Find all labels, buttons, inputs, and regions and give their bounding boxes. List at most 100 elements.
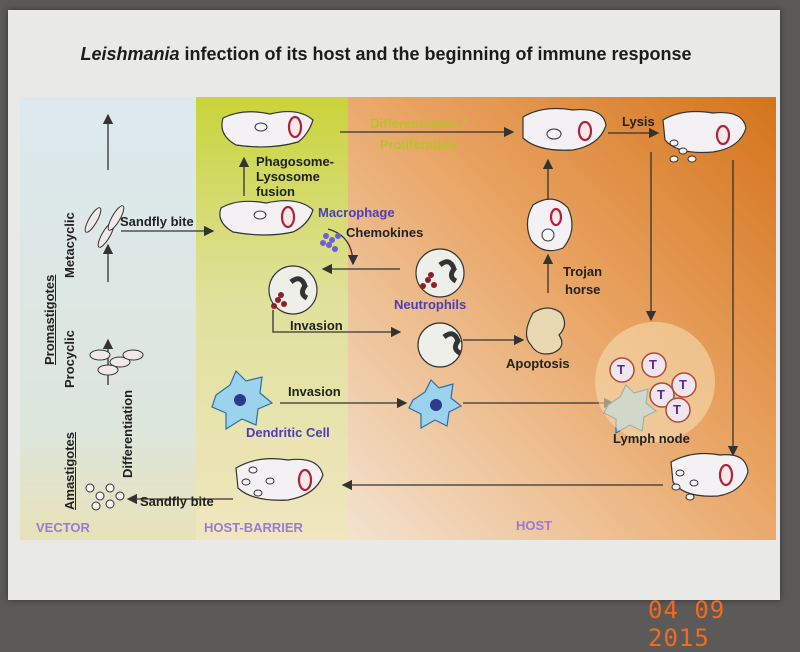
label-sandfly-bite-top: Sandfly bite xyxy=(120,214,194,229)
date-stamp: 04 09 2015 xyxy=(648,596,726,652)
amastigote xyxy=(105,483,115,493)
chemokine xyxy=(329,237,335,243)
label-trojan-1: Trojan xyxy=(563,264,603,279)
granule xyxy=(431,282,437,288)
t-cell xyxy=(609,357,635,383)
procyclic-promastigote xyxy=(97,364,119,376)
amastigote xyxy=(105,499,115,509)
parasites xyxy=(241,122,699,501)
macrophage-cell-middle xyxy=(219,200,314,236)
parasite xyxy=(253,210,267,220)
nucleus xyxy=(297,468,313,492)
label-sandfly-bite-bottom: Sandfly bite xyxy=(140,494,214,509)
amastigote xyxy=(85,483,95,493)
amastigote xyxy=(91,501,101,511)
granule xyxy=(428,272,434,278)
t-cell-label: T xyxy=(673,402,681,417)
flow-arrows xyxy=(102,113,739,505)
macrophage-nuclei xyxy=(280,115,734,492)
nucleus xyxy=(549,207,563,227)
label-promastigotes: Promastigotes xyxy=(42,274,57,365)
region-label-host: HOST xyxy=(516,518,553,533)
granule xyxy=(420,283,426,289)
label-phagosome-3: fusion xyxy=(256,184,295,199)
label-neutrophils: Neutrophils xyxy=(394,297,467,312)
t-cell xyxy=(641,352,667,378)
nucleus xyxy=(280,205,296,229)
lymph-node xyxy=(595,322,715,442)
region-label-host-barrier: HOST-BARRIER xyxy=(204,520,303,535)
label-differentiation-vertical: Differentiation xyxy=(120,389,135,478)
label-invasion-2: Invasion xyxy=(288,384,341,399)
parasite xyxy=(248,466,258,474)
neutrophil-cell xyxy=(268,265,318,315)
parasite xyxy=(265,477,275,485)
macrophage-cell-differentiated xyxy=(522,107,607,151)
procyclic-promastigote xyxy=(122,349,144,361)
granule xyxy=(281,301,287,307)
region-label-vector: VECTOR xyxy=(36,520,90,535)
nucleus xyxy=(577,120,593,142)
label-dendritic-cell: Dendritic Cell xyxy=(246,425,330,440)
label-phagosome-2: Lysosome xyxy=(256,169,320,184)
nucleus xyxy=(718,463,734,487)
dendritic-cell-nucleus xyxy=(234,394,246,406)
t-cells xyxy=(609,352,697,423)
label-procyclic: Procyclic xyxy=(62,330,77,388)
amastigote xyxy=(95,491,105,501)
neutrophil-nucleus xyxy=(438,259,458,284)
label-apoptosis: Apoptosis xyxy=(506,356,570,371)
vector-parasites xyxy=(84,205,144,511)
parasite xyxy=(687,155,697,163)
vector-region xyxy=(20,97,198,540)
chemokine xyxy=(326,242,332,248)
neutrophil-cell xyxy=(415,248,465,298)
label-chemokines: Chemokines xyxy=(346,225,424,240)
label-differentiation-1: Differentiation / xyxy=(370,116,466,131)
t-cell-label: T xyxy=(617,362,625,377)
t-cell-label: T xyxy=(679,377,687,392)
parasite xyxy=(541,228,555,242)
chemokine xyxy=(332,246,338,252)
amastigote xyxy=(115,491,125,501)
trojan-horse-cell xyxy=(526,198,573,252)
title-italic: Leishmania xyxy=(80,44,180,64)
arrow-macrophage-chemokines xyxy=(327,228,359,266)
parasite xyxy=(241,478,251,486)
label-trojan-2: horse xyxy=(565,282,601,297)
chemokine xyxy=(335,233,341,239)
parasite xyxy=(678,147,688,155)
t-cell-label: T xyxy=(649,357,657,372)
metacyclic-promastigote xyxy=(84,207,102,233)
t-cell xyxy=(671,372,697,398)
macrophage-cell-bottom-right xyxy=(670,452,749,497)
chemokine-cluster xyxy=(320,233,341,252)
parasite xyxy=(254,122,268,132)
granules xyxy=(271,272,437,309)
parasite xyxy=(253,489,263,497)
neutrophil-nucleus xyxy=(442,331,462,356)
parasite xyxy=(685,493,695,501)
label-phagosome-1: Phagosome- xyxy=(256,154,335,169)
granule xyxy=(271,303,277,309)
arrow-invasion-neutrophil xyxy=(272,310,402,338)
page-title: Leishmania infection of its host and the… xyxy=(0,44,772,65)
neutrophil-nucleus xyxy=(289,276,309,301)
neutrophils xyxy=(268,248,465,368)
granule xyxy=(425,277,431,283)
parasite xyxy=(669,139,679,147)
label-lymph-node: Lymph node xyxy=(613,431,690,446)
label-invasion-1: Invasion xyxy=(290,318,343,333)
t-cell-label: T xyxy=(657,387,665,402)
label-amastigotes: Amastigotes xyxy=(62,431,77,510)
label-macrophage: Macrophage xyxy=(318,205,395,220)
parasite xyxy=(689,479,699,487)
t-cell xyxy=(649,382,675,408)
dendritic-cell-nucleus xyxy=(430,399,442,411)
chemokine xyxy=(323,233,329,239)
parasite xyxy=(671,483,681,491)
granule xyxy=(275,297,281,303)
parasite xyxy=(669,155,679,163)
metacyclic-promastigote xyxy=(107,205,125,231)
chemokine xyxy=(320,240,326,246)
